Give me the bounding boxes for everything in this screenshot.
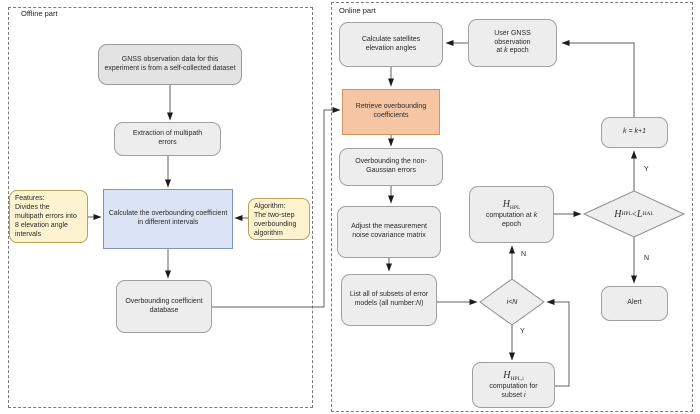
- connectors: [88, 40, 637, 387]
- online-region-label: Online part: [339, 6, 376, 15]
- node-retrieve-coefficients: Retrieve overbounding coefficients: [342, 89, 440, 135]
- arrow-kincrement-to-usergnss: [561, 40, 635, 117]
- decision-i-n-label: i<N: [506, 298, 518, 306]
- node-list-subsets: List all of subsets of error models (all…: [341, 274, 437, 326]
- arrow-subset-to-decision-i: [546, 299, 570, 387]
- branch-label-n-hpl: N: [521, 251, 527, 258]
- node-hpl-computation: HHPL computation at k epoch: [469, 186, 554, 243]
- note-algorithm: Algorithm: The two-step overbounding alg…: [248, 198, 310, 240]
- node-alert: Alert: [601, 286, 668, 321]
- offline-region-frame: [8, 7, 313, 408]
- node-overbounding-database: Overbounding coefficient database: [116, 280, 212, 333]
- node-extraction-multipath: Extraction of multipath errors: [114, 122, 221, 156]
- offline-region-label: Offline part: [21, 9, 58, 18]
- node-user-gnss-observation: User GNSS observation at k epoch: [468, 19, 557, 67]
- node-gnss-observation-data: GNSS observation data for this experimen…: [98, 44, 242, 85]
- branch-label-n-alert: N: [644, 255, 650, 262]
- branch-label-y-subset: Y: [520, 328, 525, 335]
- node-calculate-elevation-angles: Calculate satellites elevation angles: [339, 22, 443, 67]
- node-overbounding-nongaussian: Overbounding the non- Gaussian errors: [339, 148, 443, 186]
- node-adjust-covariance-matrix: Adjust the measurement noise covariance …: [337, 206, 441, 258]
- node-k-increment: k = k+1: [601, 117, 668, 148]
- note-features: Features: Divides the multipath errors i…: [9, 190, 88, 243]
- branch-label-y-kincrement: Y: [644, 166, 649, 173]
- decision-i-n-shape: [479, 278, 545, 326]
- arrow-database-to-retrieve: [212, 107, 341, 308]
- node-subset-computation: HHPL,i computation for subset i: [472, 362, 555, 408]
- online-region-frame: [331, 2, 693, 412]
- node-calculate-overbounding-coefficient: Calculate the overbounding coefficient i…: [103, 189, 233, 249]
- decision-hpl-hal-shape: [582, 190, 686, 238]
